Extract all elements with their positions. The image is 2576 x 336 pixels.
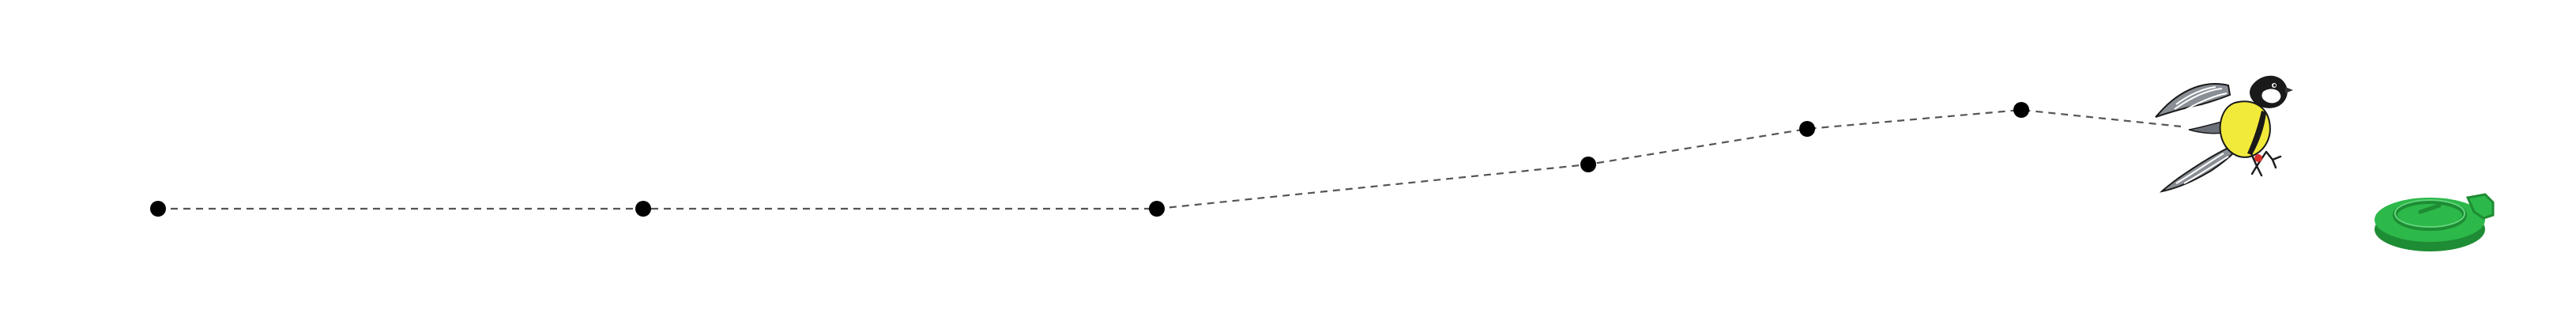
waypoint-3: [1149, 201, 1165, 217]
bird-belly-stripe: [2247, 111, 2266, 155]
great-tit-bird-icon: [2155, 75, 2293, 193]
feeder-ring-highlight: [2394, 199, 2465, 228]
waypoint-6: [2013, 102, 2029, 118]
waypoints: [150, 102, 2029, 217]
bird-cheek: [2262, 89, 2281, 104]
feeder-top: [2375, 198, 2485, 242]
waypoint-1: [150, 201, 166, 217]
feeder-slot: [2418, 203, 2442, 214]
bird-legs: [2249, 150, 2282, 177]
bird-beak: [2285, 87, 2293, 93]
bird-lower-wing-stripes: [2175, 153, 2229, 184]
bird-upper-wing: [2155, 83, 2231, 118]
waypoint-4: [1580, 157, 1596, 172]
feeder-tab: [2465, 193, 2495, 220]
bird-upper-wing-stripes: [2174, 86, 2228, 113]
bird-pupil: [2273, 84, 2277, 87]
green-feeder-icon: [2375, 193, 2495, 251]
waypoint-5: [1799, 121, 1815, 137]
bird-tail: [2188, 121, 2224, 134]
bird-leg-ring: [2254, 154, 2262, 162]
waypoint-2: [635, 201, 651, 217]
